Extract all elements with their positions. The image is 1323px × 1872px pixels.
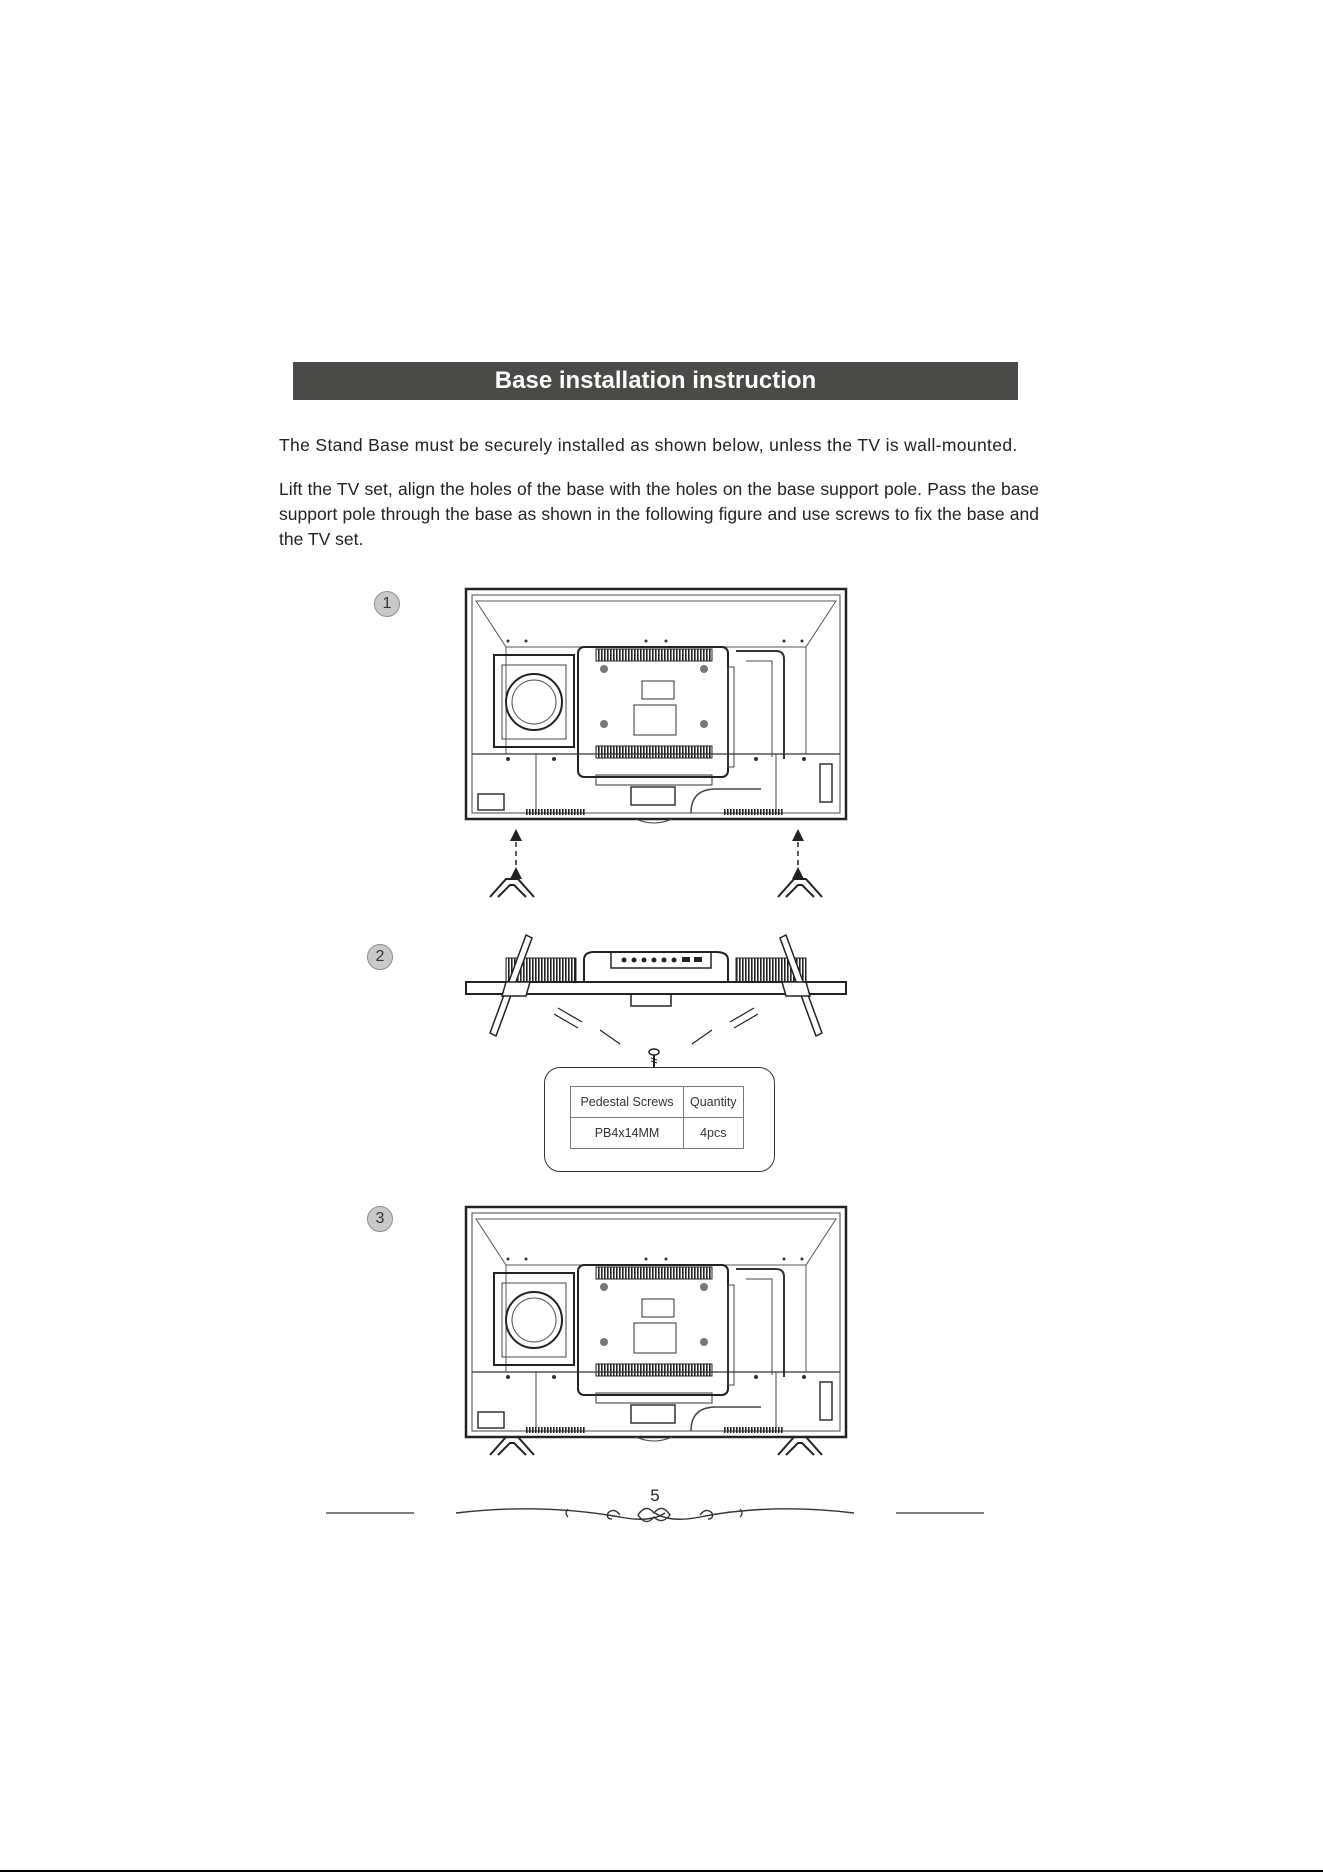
stand-foot-right [777,1436,823,1456]
stand-leg-left [489,933,533,1038]
stand-leg-right [779,933,823,1038]
arrow-up-icon [510,829,522,879]
instruction-text: Lift the TV set, align the holes of the … [279,479,1039,549]
step-badge-1: 1 [374,591,400,617]
screw-info-box: Pedestal Screws Quantity PB4x14MM 4pcs [544,1067,775,1172]
stand-foot-right [777,878,823,898]
table-cell-quantity: 4pcs [683,1117,744,1149]
step-badge-2: 2 [367,944,393,970]
intro-text: The Stand Base must be securely installe… [279,435,1018,455]
table-header-pedestal-screws: Pedestal Screws [570,1086,684,1118]
page-number: 5 [650,1486,660,1505]
tv-back-diagram-step-1 [464,587,848,898]
section-title-bar: Base installation instruction [293,362,1018,400]
tv-back-diagram-step-3 [464,1205,848,1456]
tv-bottom-diagram-step-2 [465,933,847,1045]
table-header-quantity: Quantity [683,1086,744,1118]
table-row: PB4x14MM 4pcs [570,1117,744,1149]
screw-table: Pedestal Screws Quantity PB4x14MM 4pcs [570,1086,744,1149]
stand-foot-left [489,878,535,898]
table-row: Pedestal Screws Quantity [570,1086,744,1118]
page-bottom-border [0,1870,1323,1872]
arrow-up-icon [792,829,804,879]
stand-foot-left [489,1436,535,1456]
step-badge-3: 3 [367,1206,393,1232]
step-number: 1 [382,595,392,612]
screw-icon [648,1048,660,1067]
footer-ornament [326,1507,984,1523]
section-title: Base installation instruction [494,367,817,394]
step-number: 3 [375,1210,385,1227]
step-number: 2 [375,948,385,965]
table-cell-screw-type: PB4x14MM [570,1117,684,1149]
